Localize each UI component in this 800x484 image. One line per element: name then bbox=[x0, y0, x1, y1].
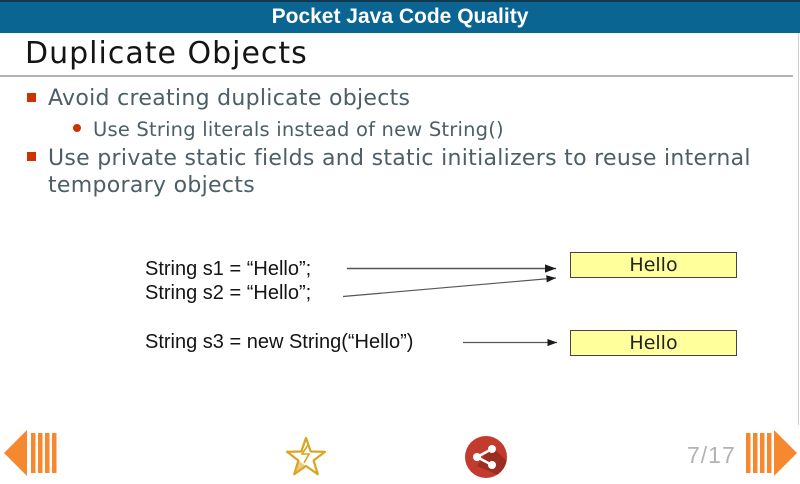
bullet-subitem: Use String literals instead of new Strin… bbox=[93, 118, 504, 141]
slide-title: Duplicate Objects bbox=[25, 36, 308, 71]
bullet-item: Avoid creating duplicate objects bbox=[48, 86, 411, 111]
favorite-star-icon bbox=[285, 436, 327, 476]
string-object-box: Hello bbox=[570, 330, 737, 356]
code-line-s1: String s1 = “Hello”; bbox=[145, 258, 312, 280]
page-indicator: 7/17 bbox=[687, 442, 736, 468]
share-network-icon bbox=[465, 436, 507, 478]
app-title: Pocket Java Code Quality bbox=[271, 5, 529, 28]
previous-slide-button[interactable] bbox=[3, 429, 59, 481]
code-line-s2: String s2 = “Hello”; bbox=[145, 282, 312, 304]
next-fast-arrows-icon bbox=[746, 430, 797, 476]
favorite-button[interactable] bbox=[283, 432, 329, 484]
bullet-dot-icon bbox=[73, 124, 81, 132]
slide-edge-line bbox=[798, 33, 799, 425]
title-underline bbox=[0, 75, 793, 77]
bullet-square-icon bbox=[27, 152, 36, 161]
next-slide-button[interactable] bbox=[745, 429, 798, 481]
pointer-arrows bbox=[342, 264, 557, 347]
share-button[interactable] bbox=[464, 435, 508, 483]
string-object-box: Hello bbox=[570, 252, 737, 278]
bullet-square-icon bbox=[27, 93, 36, 102]
prev-fast-arrows-icon bbox=[4, 430, 57, 476]
app-title-bar: Pocket Java Code Quality bbox=[0, 0, 800, 33]
bullet-item: Use private static fields and static ini… bbox=[48, 146, 751, 198]
code-line-s3: String s3 = new String(“Hello”) bbox=[145, 331, 414, 353]
